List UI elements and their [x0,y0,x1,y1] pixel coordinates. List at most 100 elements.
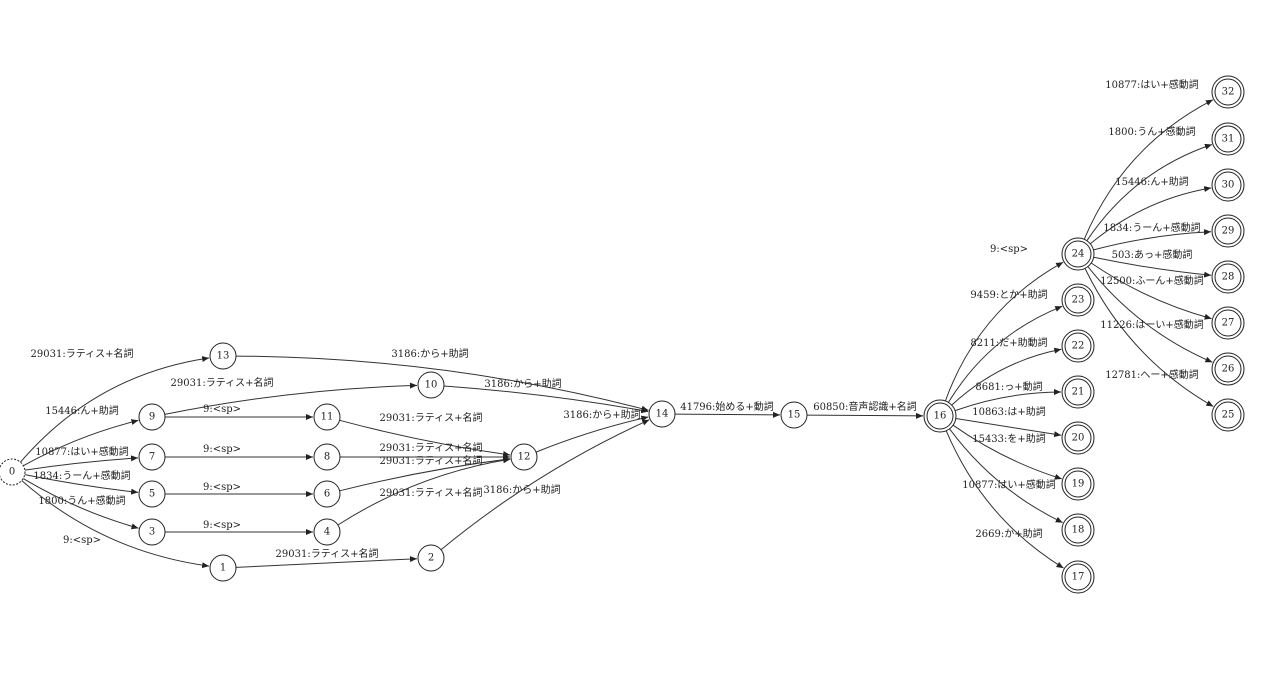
edge-0-13: 29031:ラティス+名詞 [20,347,210,463]
state-label: 27 [1222,318,1235,329]
state-node-31: 31 [1211,122,1245,156]
state-node-13: 13 [209,342,237,370]
state-node-0: 0 [0,458,26,486]
state-label: 7 [149,452,155,463]
state-circle [1214,309,1242,337]
edge-label: 3186:から+助詞 [563,408,640,421]
state-node-19: 19 [1061,467,1095,501]
edge-line [1090,262,1212,320]
state-label: 28 [1222,272,1235,283]
state-node-5: 5 [138,480,166,508]
edge-label: 9:<sp> [990,244,1028,255]
state-node-9: 9 [138,403,166,431]
edge-3-4: 9:<sp> [165,520,313,535]
edge-label: 9:<sp> [203,444,241,455]
edge-line [806,412,924,419]
state-node-10: 10 [417,371,445,399]
edge-16-18: 10877:はい+感動詞 [949,428,1063,524]
edge-line [945,430,1064,569]
state-node-18: 18 [1061,513,1095,547]
edge-16-20: 10863:は+助詞 [955,405,1062,438]
state-node-22: 22 [1061,329,1095,363]
state-circle [209,342,237,370]
state-label: 29 [1222,226,1235,237]
state-node-4: 4 [313,518,341,546]
edge-line [947,305,1063,403]
edge-4-12: 29031:ラティス+名詞 [337,457,511,526]
state-node-16: 16 [923,399,957,433]
edge-24-28: 503:あっ+感動詞 [1093,248,1212,278]
edge-10-14: 3186:から+助詞 [443,377,649,414]
edge-16-22: 8211:だ+助動詞 [951,336,1062,406]
edge-11-12: 29031:ラティス+名詞 [339,411,511,457]
state-circle [417,371,445,399]
state-label: 24 [1072,249,1085,260]
edge-24-25: 12781:へー+感動詞 [1084,268,1214,407]
state-node-12: 12 [510,443,538,471]
state-node-28: 28 [1211,260,1245,294]
edge-line [23,419,139,467]
state-node-25: 25 [1211,398,1245,432]
edge-line [674,411,781,418]
state-circle [1214,125,1242,153]
edge-label: 15446:ん+助詞 [45,404,119,417]
edge-0-7: 10877:はい+感動詞 [24,445,139,471]
edge-label: 29031:ラティス+名詞 [380,411,483,424]
edge-0-5: 1834:うーん+感動詞 [24,469,139,495]
state-label: 22 [1072,341,1085,352]
state-node-21: 21 [1061,375,1095,409]
edge-label: 29031:ラティス+名詞 [380,486,483,499]
state-circle [138,443,166,471]
edge-label: 1800:うん+感動詞 [38,494,125,507]
state-node-8: 8 [313,443,341,471]
state-circle [1214,171,1242,199]
state-label: 21 [1072,387,1085,398]
state-circle [1064,378,1092,406]
edge-7-8: 9:<sp> [164,444,313,460]
state-node-30: 30 [1211,168,1245,202]
state-circle [1214,401,1242,429]
state-label: 32 [1222,87,1235,98]
edge-label: 9:<sp> [203,404,241,415]
state-label: 5 [149,489,155,500]
edge-label: 15446:ん+助詞 [1115,175,1189,188]
state-circle [138,480,166,508]
state-node-17: 17 [1061,560,1095,594]
edge-label: 9459:とか+助詞 [970,288,1047,301]
state-label: 15 [788,410,801,421]
edge-13-14: 3186:から+助詞 [235,347,649,412]
state-label: 18 [1072,525,1085,536]
state-circle [313,480,341,508]
state-node-32: 32 [1211,75,1245,109]
edge-24-32: 10877:はい+感動詞 [1083,78,1214,240]
edge-line [443,385,649,414]
edge-1-2: 29031:ラティス+名詞 [235,547,418,568]
edge-9-10: 29031:ラティス+名詞 [164,376,418,415]
state-circle [1064,332,1092,360]
edge-label: 503:あっ+感動詞 [1112,248,1193,261]
state-label: 30 [1222,180,1235,191]
state-circle [1064,424,1092,452]
edge-line [952,424,1062,480]
edge-label: 10863:は+助詞 [972,405,1046,418]
edge-16-24: 9:<sp> [944,244,1064,402]
edge-line [337,457,511,526]
edge-14-15: 41796:始める+動詞 [674,400,781,418]
state-label: 6 [324,489,330,500]
state-label: 10 [425,380,438,391]
state-circle [1214,217,1242,245]
edge-9-11: 9:<sp> [164,404,313,420]
edge-label: 1800:うん+感動詞 [1108,125,1195,138]
state-label: 13 [217,351,230,362]
state-circle [1064,470,1092,498]
state-circle [648,400,676,428]
state-label: 31 [1222,134,1235,145]
state-label: 20 [1072,433,1085,444]
edge-line [954,389,1062,412]
edge-0-1: 9:<sp> [21,480,210,569]
edge-label: 29031:ラティス+名詞 [31,347,134,360]
edge-label: 12781:へー+感動詞 [1105,368,1199,381]
